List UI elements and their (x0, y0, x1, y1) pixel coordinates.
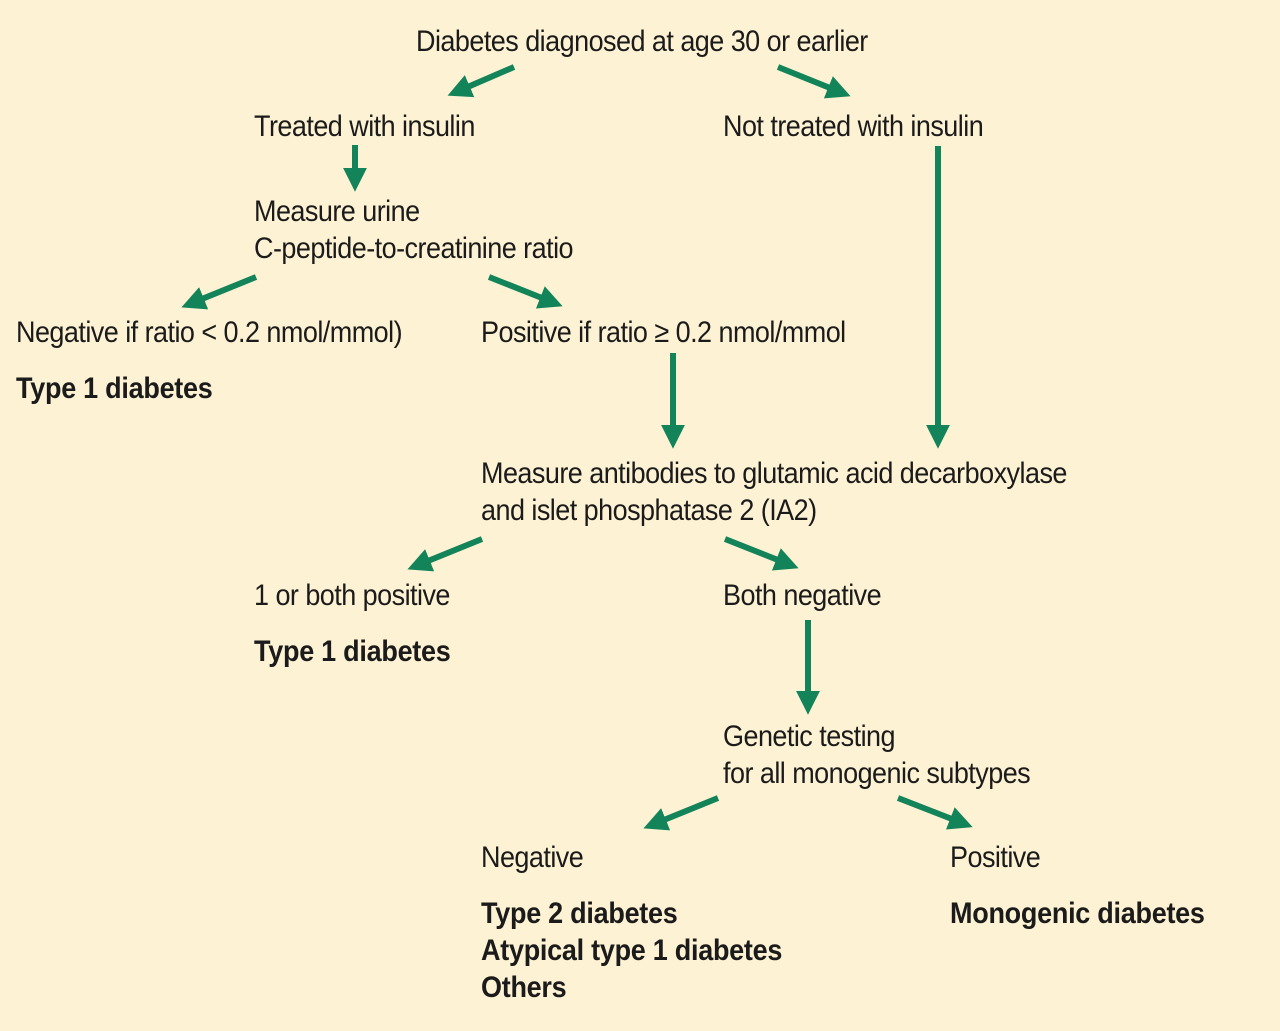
node-measure-cpeptide-line1: Measure urine (254, 195, 420, 228)
arrow-root-to-no-insulin (776, 64, 851, 99)
result-genetic-negative-list: Type 2 diabetes Atypical type 1 diabetes… (481, 895, 782, 1006)
node-not-treated-with-insulin: Not treated with insulin (723, 110, 984, 143)
arrow-root-to-insulin (447, 64, 516, 98)
result-others: Others (481, 971, 567, 1004)
node-antibodies-negative: Both negative (723, 579, 882, 612)
arrow-cpeptide-to-positive (487, 274, 563, 309)
node-genetic-negative: Negative (481, 841, 584, 874)
node-genetic-positive: Positive (950, 841, 1041, 874)
node-measure-antibodies-line1: Measure antibodies to glutamic acid deca… (481, 457, 1067, 490)
result-type2-diabetes: Type 2 diabetes (481, 897, 678, 930)
result-type1-from-antibodies: Type 1 diabetes (254, 635, 451, 668)
node-antibodies-positive: 1 or both positive (254, 579, 450, 612)
arrow-genetic-to-negative (643, 795, 720, 831)
arrow-genetic-to-positive (896, 795, 973, 830)
arrow-cpeptide-to-negative (181, 274, 258, 310)
result-type1-from-ratio: Type 1 diabetes (16, 372, 213, 405)
arrow-antibodies-to-positive (407, 536, 484, 572)
node-measure-cpeptide: Measure urine C-peptide-to-creatinine ra… (254, 193, 574, 267)
node-root: Diabetes diagnosed at age 30 or earlier (416, 25, 868, 58)
node-measure-antibodies-line2: and islet phosphatase 2 (IA2) (481, 494, 817, 527)
node-genetic-testing: Genetic testing for all monogenic subtyp… (723, 718, 1031, 792)
node-measure-cpeptide-line2: C-peptide-to-creatinine ratio (254, 232, 574, 265)
node-negative-ratio: Negative if ratio < 0.2 nmol/mmol) (16, 316, 403, 349)
result-atypical-type1: Atypical type 1 diabetes (481, 934, 783, 967)
node-treated-with-insulin: Treated with insulin (254, 110, 475, 143)
node-genetic-testing-line1: Genetic testing (723, 720, 896, 753)
node-measure-antibodies: Measure antibodies to glutamic acid deca… (481, 455, 1067, 529)
node-positive-ratio: Positive if ratio ≥ 0.2 nmol/mmol (481, 316, 846, 349)
node-genetic-testing-line2: for all monogenic subtypes (723, 757, 1031, 790)
arrow-antibodies-to-negative (723, 536, 799, 571)
result-monogenic-diabetes: Monogenic diabetes (950, 897, 1205, 930)
